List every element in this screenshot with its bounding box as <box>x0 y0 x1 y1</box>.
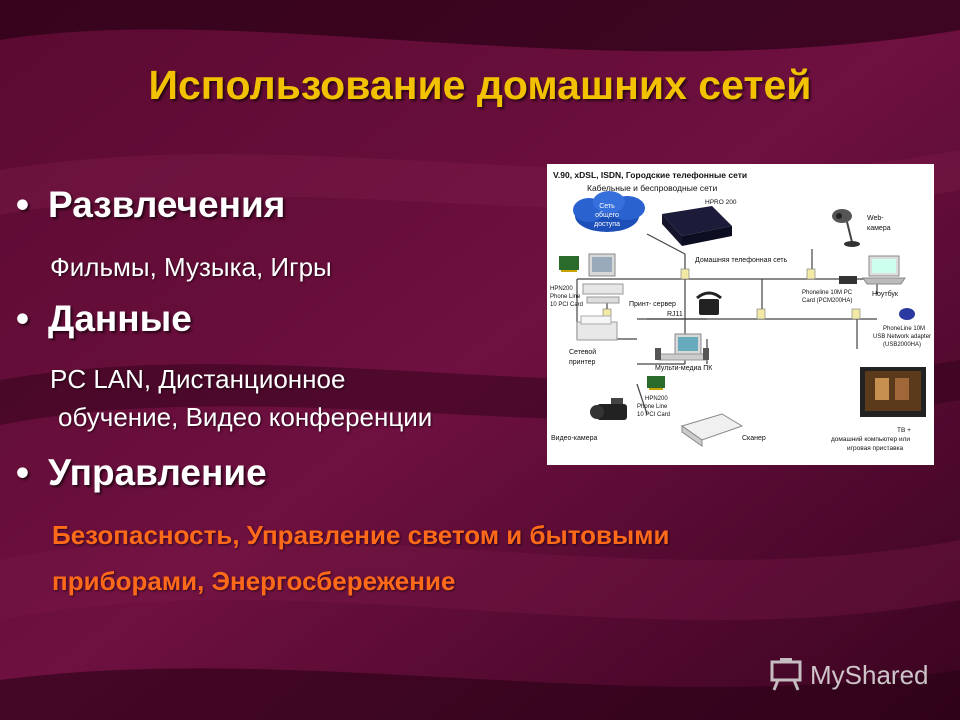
pci-card-label: 10 PCI Card <box>550 302 583 308</box>
printer-label: принтер <box>569 359 595 366</box>
watermark-text: MyShared <box>810 660 929 690</box>
usb-adapter-label: PhoneLine 10M <box>883 326 925 332</box>
pci-card-icon <box>559 256 579 272</box>
print-server-label: RJ11 <box>667 311 683 318</box>
webcam-label: камера <box>867 225 891 232</box>
telephone-icon <box>696 291 722 315</box>
pc-card-label: Phoneline 10M PC <box>802 290 853 296</box>
bullet-entertainment: • Развлечения <box>16 184 285 226</box>
pci-card-icon <box>647 376 665 390</box>
usb-adapter-label: USB Network adapter <box>873 334 931 340</box>
router-icon <box>662 206 732 246</box>
cloud-label: доступа <box>594 221 620 228</box>
bullet-marker: • <box>16 184 29 225</box>
router-label: HPRO 200 <box>705 199 737 206</box>
notebook-icon <box>862 255 906 285</box>
multimedia-pc-icon <box>655 333 709 361</box>
tv-label: домашний компьютер или <box>831 435 910 443</box>
diagram-label-top1: V.90, xDSL, ISDN, Городские телефонные с… <box>553 170 747 180</box>
pci-card-label: Phone Line <box>637 404 668 410</box>
pci-card-label: Phone Line <box>550 294 581 300</box>
cloud-label: Сеть <box>599 203 615 210</box>
video-camera-label: Видео-камера <box>551 435 597 442</box>
bullet-detail: Фильмы, Музыка, Игры <box>50 252 332 282</box>
network-printer-icon <box>576 315 618 341</box>
cloud-label: общего <box>595 211 619 219</box>
slide-title: Использование домашних сетей <box>148 62 812 108</box>
bullet-heading: Управление <box>48 452 267 493</box>
pc-card-label: Card (PCM200HA) <box>802 298 852 304</box>
bullet-marker: • <box>16 298 29 339</box>
bullet-heading: Данные <box>48 298 192 339</box>
pc-card-icon <box>839 276 857 284</box>
home-network-diagram: V.90, xDSL, ISDN, Городские телефонные с… <box>547 164 934 465</box>
presentation-board-icon <box>770 658 802 691</box>
home-network-label: Домашняя телефонная сеть <box>695 257 788 264</box>
public-network-cloud-icon <box>573 191 645 232</box>
diagram-label-top2: Кабельные и беспроводные сети <box>587 183 717 193</box>
video-camera-icon <box>590 398 627 420</box>
tv-label: игровая приставка <box>847 445 904 452</box>
bullet-detail: обучение, Видео конференции <box>58 402 433 432</box>
print-server-label: Принт- сервер <box>629 301 676 308</box>
usb-adapter-label: (USB2000HA) <box>883 342 921 348</box>
scanner-label: Сканер <box>742 435 766 442</box>
bullet-control: • Управление <box>16 452 267 494</box>
pci-card-label: HPN200 <box>550 286 573 292</box>
printer-label: Сетевой <box>569 348 596 356</box>
bullet-detail: PC LAN, Дистанционное <box>50 364 346 394</box>
webcam-label: Web- <box>867 215 884 222</box>
tv-icon <box>860 367 926 417</box>
bullet-data: • Данные <box>16 298 192 340</box>
network-diagram-svg: V.90, xDSL, ISDN, Городские телефонные с… <box>550 170 931 452</box>
scanner-icon <box>680 413 744 447</box>
webcam-icon <box>832 209 860 247</box>
myshared-watermark: MyShared <box>768 654 948 698</box>
bullet-marker: • <box>16 452 29 493</box>
bullet-detail-accent: приборами, Энергосбережение <box>52 566 456 596</box>
bullet-heading: Развлечения <box>48 184 286 225</box>
tv-label: ТВ + <box>897 427 911 434</box>
multimedia-pc-label: Мульти-медиа ПК <box>655 365 713 372</box>
desktop-computer-icon <box>582 253 624 304</box>
pci-card-label: 10 PCI Card <box>637 412 670 418</box>
pci-card-label: HPN200 <box>645 396 668 402</box>
notebook-label: Ноутбук <box>872 290 899 298</box>
bullet-detail-accent: Безопасность, Управление светом и бытовы… <box>52 520 670 550</box>
usb-adapter-icon <box>899 308 915 320</box>
